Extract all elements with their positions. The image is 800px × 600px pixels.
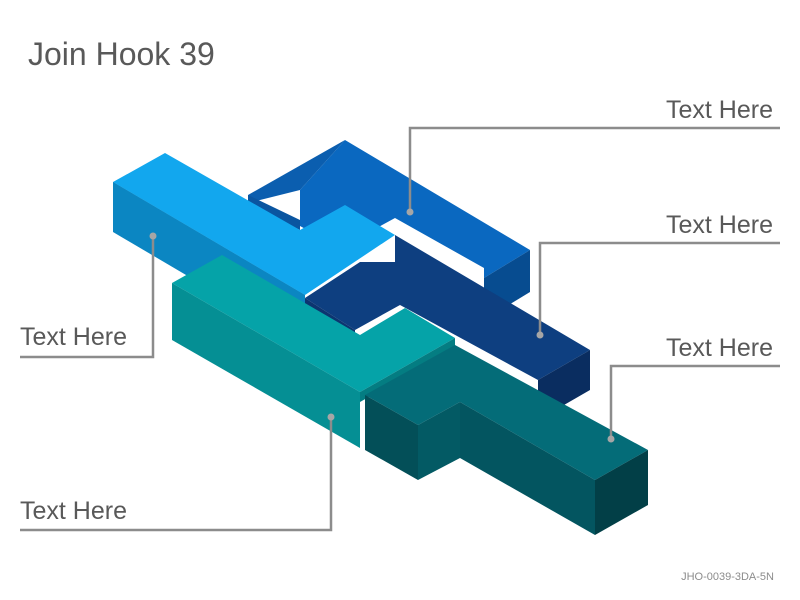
page-title: Join Hook 39 bbox=[28, 36, 215, 72]
leader-dots bbox=[149, 208, 615, 443]
leader-line-left bbox=[20, 236, 155, 359]
callout-label-top-right: Text Here bbox=[666, 96, 773, 124]
leader-dot bbox=[406, 208, 414, 216]
leader-lines bbox=[20, 126, 780, 532]
leader-dot bbox=[536, 331, 544, 339]
callout-label-middle-right: Text Here bbox=[666, 211, 773, 239]
slide-code: JHO-0039-3DA-5N bbox=[681, 571, 774, 583]
leader-line-bottom-left bbox=[20, 417, 333, 532]
callout-label-lower-right: Text Here bbox=[666, 334, 773, 362]
leader-line-top-right bbox=[408, 126, 780, 212]
callout-label-left: Text Here bbox=[20, 323, 127, 351]
leader-line-lower-right bbox=[609, 364, 780, 439]
medium-blue-hook-piece bbox=[248, 140, 530, 320]
leader-line-middle-right bbox=[538, 241, 780, 335]
leader-dot bbox=[149, 232, 157, 240]
callout-label-bottom-left: Text Here bbox=[20, 497, 127, 525]
dark-teal-hook-piece bbox=[365, 345, 648, 535]
leader-dot bbox=[327, 413, 335, 421]
leader-dot bbox=[607, 435, 615, 443]
